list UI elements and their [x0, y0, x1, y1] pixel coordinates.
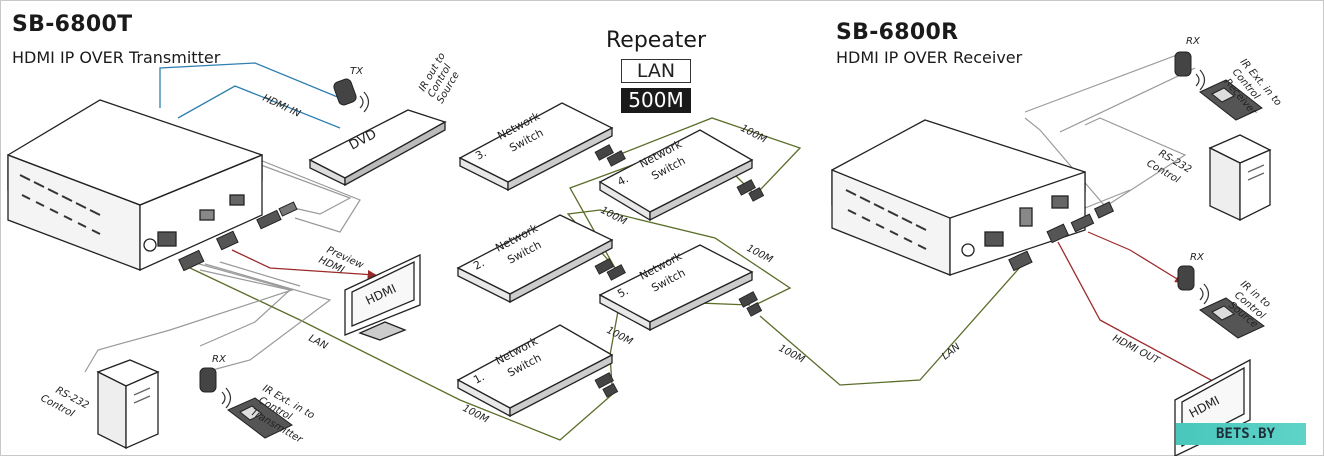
transmitter-device: [7, 99, 263, 272]
transmitter-connectors: [178, 201, 298, 272]
tx-control-pc: [96, 359, 160, 450]
lan-label-rx: LAN: [940, 341, 963, 362]
dvd-player: [308, 109, 447, 187]
hdmi-in-label: HDMI IN: [261, 93, 303, 120]
hdmi-in-cable: [159, 62, 341, 129]
tx-rx-sensor-icon: [199, 367, 232, 409]
receiver-title: SB-6800R: [836, 20, 959, 45]
brand-badge: [1176, 423, 1306, 445]
tx-remote-icon: [227, 397, 293, 439]
rx-source-sensor-icon: [1177, 265, 1210, 305]
receiver-device: [831, 119, 1086, 276]
link-speed-label-1: 100M: [739, 123, 769, 146]
link-speed-label-2: 100M: [599, 205, 629, 228]
preview-display: [344, 253, 421, 341]
receiver-subtitle: HDMI IP OVER Receiver: [836, 48, 1023, 67]
repeater-lan-badge: LAN: [621, 59, 691, 83]
tx-sensor-icon: [333, 78, 370, 113]
preview-hdmi-cable: [231, 249, 377, 280]
link-speed-label-3: 100M: [745, 243, 775, 266]
rx-ext-sensor-label: RX: [1186, 36, 1201, 47]
switch-4: [598, 129, 754, 222]
switch-2: [456, 214, 614, 304]
repeater-label: Repeater: [605, 28, 707, 53]
tx-sensor-label: TX: [350, 66, 364, 77]
tx-control-cables: [84, 259, 332, 373]
receiver-connectors: [1008, 201, 1115, 272]
repeater-speed-badge: 500M: [621, 88, 691, 113]
switch-5: [598, 244, 754, 332]
transmitter-title: SB-6800T: [12, 12, 133, 37]
rx-ext-remote-icon: [1199, 79, 1263, 121]
brand-text: BETS.BY: [1216, 426, 1276, 442]
tx-rx-sensor-label: RX: [212, 354, 227, 365]
rx-source-sensor-label: RX: [1190, 252, 1205, 263]
rx-source-remote-icon: [1199, 297, 1265, 339]
transmitter-subtitle: HDMI IP OVER Transmitter: [12, 48, 221, 67]
switch-plugs: [594, 144, 765, 398]
ir-in-cable: [1087, 231, 1184, 283]
switch-1: [456, 324, 614, 418]
hdmi-out-cable: [1057, 241, 1222, 386]
link-speed-label-4: 100M: [605, 325, 635, 348]
lan-label-tx: LAN: [307, 333, 330, 352]
switch-3: [458, 102, 614, 192]
rx-ext-sensor-icon: [1174, 51, 1206, 91]
rx-control-pc: [1208, 134, 1272, 222]
link-speed-label-5: 100M: [777, 343, 807, 366]
